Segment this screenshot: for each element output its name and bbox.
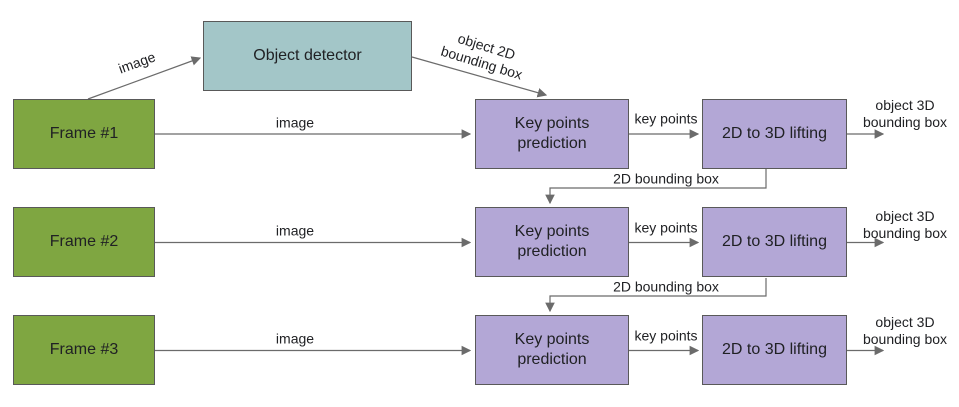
- frame-2-node: Frame #2: [13, 207, 155, 277]
- lifting-2d-3d-label-1: 2D to 3D lifting: [722, 125, 827, 142]
- keypoints-prediction-node-1: Key points prediction: [475, 99, 629, 169]
- keypoints-prediction-label-1: Key points prediction: [514, 115, 590, 152]
- key-points-edge-label-1: key points: [634, 110, 698, 127]
- keypoints-prediction-label-2: Key points prediction: [514, 223, 590, 260]
- frame-1-node: Frame #1: [13, 99, 155, 169]
- keypoints-prediction-node-3: Key points prediction: [475, 315, 629, 385]
- keypoints-prediction-label-3: Key points prediction: [514, 331, 590, 368]
- object-3d-line-1: object 3D: [875, 97, 935, 113]
- lifting-2d-3d-node-3: 2D to 3D lifting: [702, 315, 847, 385]
- lifting-2d-3d-node-1: 2D to 3D lifting: [702, 99, 847, 169]
- object-3d-bounding-box-label-3: object 3D bounding box: [863, 314, 947, 348]
- frame-2-label: Frame #2: [49, 233, 119, 250]
- keypoints-prediction-node-2: Key points prediction: [475, 207, 629, 277]
- 2d-bounding-box-edge-label-1: 2D bounding box: [613, 170, 719, 187]
- object-detector-node: Object detector: [203, 21, 412, 91]
- object-3d-line-1: object 3D: [875, 208, 935, 224]
- object-3d-line-2: bounding box: [862, 114, 948, 130]
- 2d-bounding-box-edge-label-2: 2D bounding box: [613, 278, 719, 295]
- key-points-edge-label-2: key points: [634, 219, 698, 236]
- object-3d-line-1: object 3D: [875, 314, 935, 330]
- frame-3-label: Frame #3: [49, 341, 119, 358]
- lifting-2d-3d-label-3: 2D to 3D lifting: [722, 341, 827, 358]
- lifting-2d-3d-label-2: 2D to 3D lifting: [722, 233, 827, 250]
- frame-3-node: Frame #3: [13, 315, 155, 385]
- image-edge-label-1: image: [275, 114, 315, 131]
- object-3d-bounding-box-label-2: object 3D bounding box: [863, 208, 947, 242]
- image-edge-label-3: image: [275, 330, 315, 347]
- object-detector-label: Object detector: [253, 47, 362, 64]
- key-points-edge-label-3: key points: [634, 327, 698, 344]
- image-edge-label-2: image: [275, 222, 315, 239]
- frame-1-label: Frame #1: [49, 125, 119, 142]
- object-3d-line-2: bounding box: [862, 331, 948, 347]
- lifting-2d-3d-node-2: 2D to 3D lifting: [702, 207, 847, 277]
- object-3d-bounding-box-label-1: object 3D bounding box: [863, 97, 947, 131]
- object-3d-line-2: bounding box: [862, 225, 948, 241]
